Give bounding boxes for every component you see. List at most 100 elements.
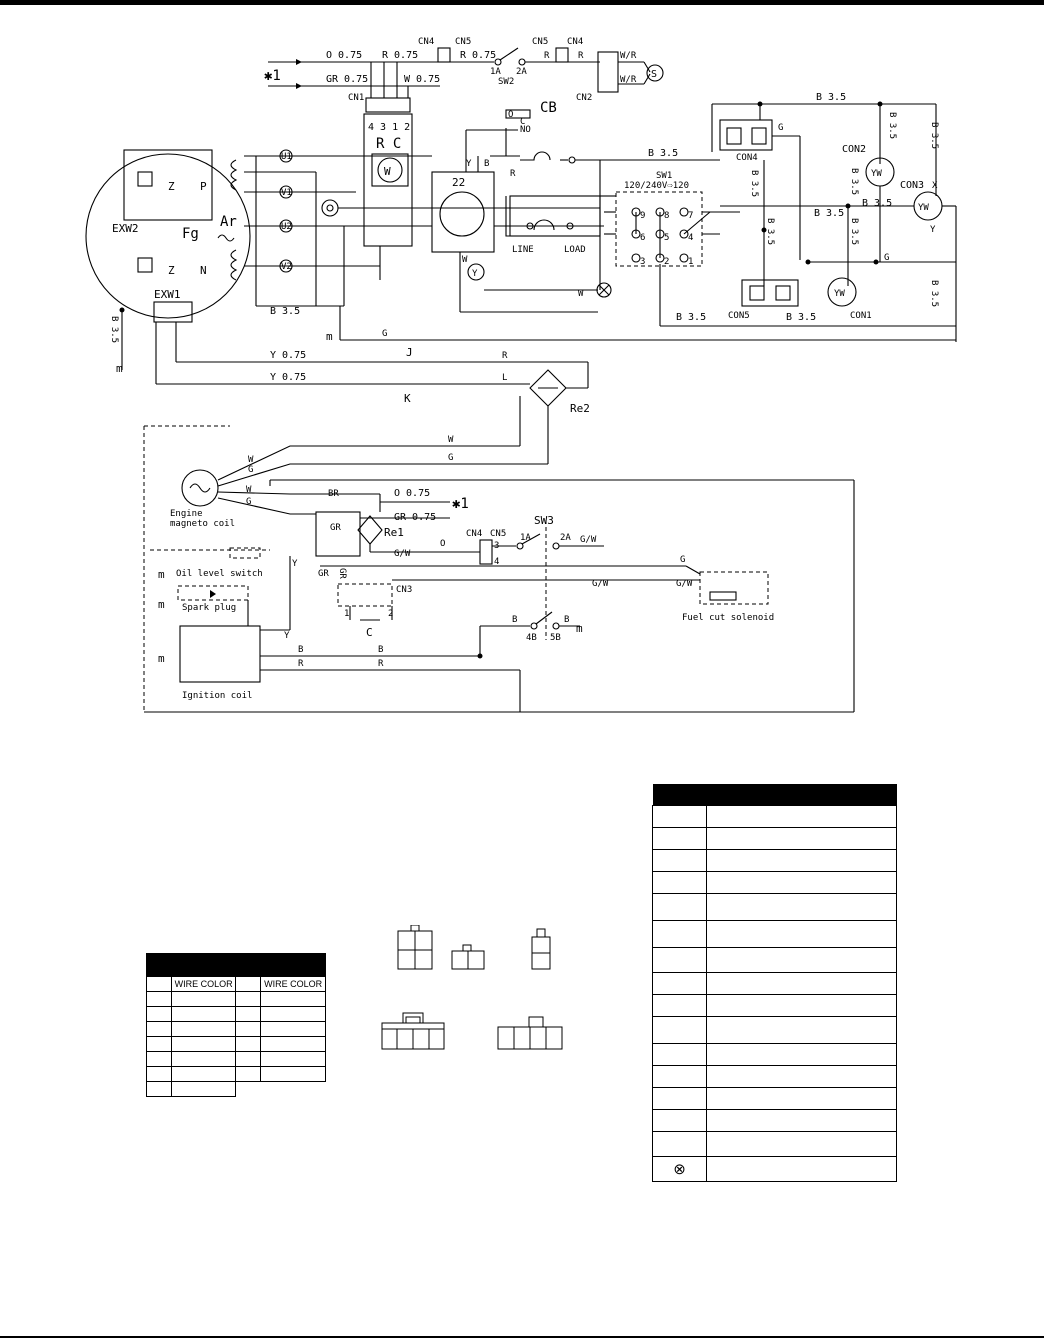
re2-label: Re2 [570,402,590,415]
b-ig-2: B [378,645,383,655]
g-bottom-label: G [382,329,387,339]
table-row [652,827,897,850]
y-oil-label: Y [292,559,298,569]
s-label: S [651,69,657,80]
gr-label: GR [330,523,341,533]
svg-text:Y: Y [472,269,478,279]
cb-label: CB [540,100,557,116]
j-label: J [406,346,413,359]
gw-fuel2: G/W [676,579,693,589]
w-eng-1: W [248,455,254,465]
table-row [652,1065,897,1088]
connector-2pin-icon [451,944,485,970]
svg-text:YW: YW [918,203,929,213]
cn3-label: CN3 [396,585,412,595]
ar-label: Ar [220,214,237,230]
stator-terminals: U1 V1 U2 V2 [279,149,293,273]
wire-table-header [146,953,326,977]
u2-label: U2 [281,222,292,232]
table-row [652,893,897,921]
sw2-1a: 1A [490,67,501,77]
table-row: ⊗ [652,1156,897,1182]
magneto-label: magneto coil [170,519,235,529]
cb-no-label: NO [520,125,531,135]
svg-text:m: m [326,330,333,343]
fuel-cut-label: Fuel cut solenoid [682,613,774,623]
c-cap-label: C [366,626,373,639]
g-eng-3: G [448,453,453,463]
svg-text:m: m [158,568,165,581]
wire-r075-label: R 0.75 [382,50,418,61]
table-row [652,1109,897,1132]
v2-label: V2 [281,262,292,272]
svg-text:2: 2 [664,257,669,267]
svg-text:2: 2 [388,609,393,619]
y-ig-label: Y [284,631,290,641]
svg-text:YW: YW [834,289,845,299]
b35-h: B 3.5 [849,218,859,245]
svg-text:m: m [158,652,165,665]
cn4-top-label: CN4 [418,37,434,47]
cb-o-label: O [508,110,513,120]
table-row [652,1043,897,1066]
gr-vert-label: GR [337,568,347,579]
cn5-top-label: CN5 [455,37,471,47]
top-rule [0,0,1044,5]
g-eng-1: G [248,465,253,475]
load-label: LOAD [564,245,586,255]
b35-right-vert: B 3.5 [929,280,939,307]
connector-3pin-flat-icon [497,1016,563,1050]
b35-d: B 3.5 [862,198,892,209]
sw1-label: SW1 [656,171,672,181]
o075b-label: O 0.75 [394,488,430,499]
sw1-volt-label: 120/240V⇨120 [624,181,689,191]
b35-sw1-label: B 3.5 [648,148,678,159]
line-label: LINE [512,245,534,255]
cb-c-label: C [520,117,525,127]
n22-label: 22 [452,176,465,189]
g-fuel-label: G [680,555,685,565]
g-con4-label: G [778,123,783,133]
y075-a: Y 0.75 [270,350,306,361]
svg-text:8: 8 [664,211,669,221]
table-row [146,1051,326,1067]
wire-color-table: WIRE COLOR WIRE COLOR [146,953,326,1097]
w-eng-3: W [448,435,454,445]
y-con3-label: Y [930,225,936,235]
table-row [652,1016,897,1044]
y075-b: Y 0.75 [270,372,306,383]
exw2-label: EXW2 [112,222,139,235]
svg-text:9: 9 [640,211,645,221]
exw1-label: EXW1 [154,288,181,301]
rc-w-label: W [384,165,391,178]
cn1-pins: 4 3 1 2 [368,122,410,133]
b-ig-1: B [298,645,303,655]
v1-label: V1 [281,188,292,198]
spark-plug-label: Spark plug [182,603,236,613]
wiring-diagram: ✱1 O 0.75 R 0.75 R 0.75 GR 0.75 W 0.75 C… [85,37,957,713]
gr-left-label: GR [318,569,329,579]
svg-text:1: 1 [688,257,693,267]
sw2-label: SW2 [498,77,514,87]
u1-label: U1 [281,152,292,162]
con2-label: CON2 [842,144,866,155]
svg-text:m: m [576,622,583,635]
cn4-2-label: CN4 [567,37,583,47]
con4-label: CON4 [736,153,758,163]
o-re1-label: O [440,539,445,549]
b35-gen-label: B 3.5 [270,306,300,317]
cn2-label: CN2 [576,93,592,103]
x-con3-label: X [932,181,938,191]
wire-o075-label: O 0.75 [326,50,362,61]
table-row [146,1081,326,1097]
table-row [652,1131,897,1157]
b35-f: B 3.5 [765,218,775,245]
b35-b: B 3.5 [929,122,939,149]
component-table: ⊗ [652,784,897,1182]
svg-text:4: 4 [494,557,499,567]
g-eng-2: G [246,497,251,507]
table-row [652,947,897,973]
br-label: BR [328,489,339,499]
k-label: K [404,392,411,405]
